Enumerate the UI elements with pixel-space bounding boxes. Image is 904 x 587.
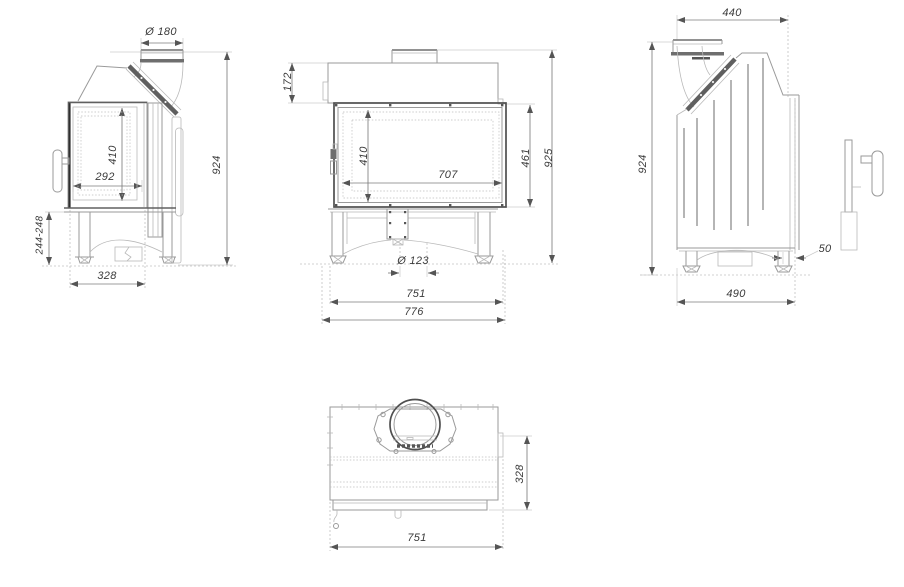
dim-base-depth-left: 328 <box>97 270 117 282</box>
dim-total-height-left: 924 <box>211 155 223 175</box>
left-side-view-drawing <box>42 38 238 290</box>
dim-base-depth-right: 490 <box>726 288 746 300</box>
dim-front-offset: 50 <box>818 243 832 255</box>
dim-total-height-front: 925 <box>543 148 555 168</box>
top-view-drawing <box>327 398 532 551</box>
dim-top-depth: 440 <box>722 7 742 19</box>
right-side-view-drawing <box>640 15 884 308</box>
dim-body-width: 751 <box>406 288 426 300</box>
dim-glass-width-front: 707 <box>438 169 458 181</box>
dim-total-width: 776 <box>404 306 424 318</box>
dim-total-height-right: 924 <box>637 154 649 174</box>
dim-door-height: 461 <box>520 148 532 168</box>
dim-hood-height: 172 <box>282 72 294 92</box>
dim-depth-top: 328 <box>514 464 526 484</box>
dim-width-top: 751 <box>407 532 427 544</box>
dim-glass-height-left: 410 <box>107 145 119 165</box>
dim-flue-diameter: Ø 180 <box>145 26 177 38</box>
dim-glass-height-front: 410 <box>358 146 370 166</box>
front-view-drawing <box>288 49 560 324</box>
dim-glass-width-left: 292 <box>95 171 115 183</box>
dim-air-inlet-diameter: Ø 123 <box>397 255 429 267</box>
dim-base-height: 244-248 <box>34 215 46 255</box>
